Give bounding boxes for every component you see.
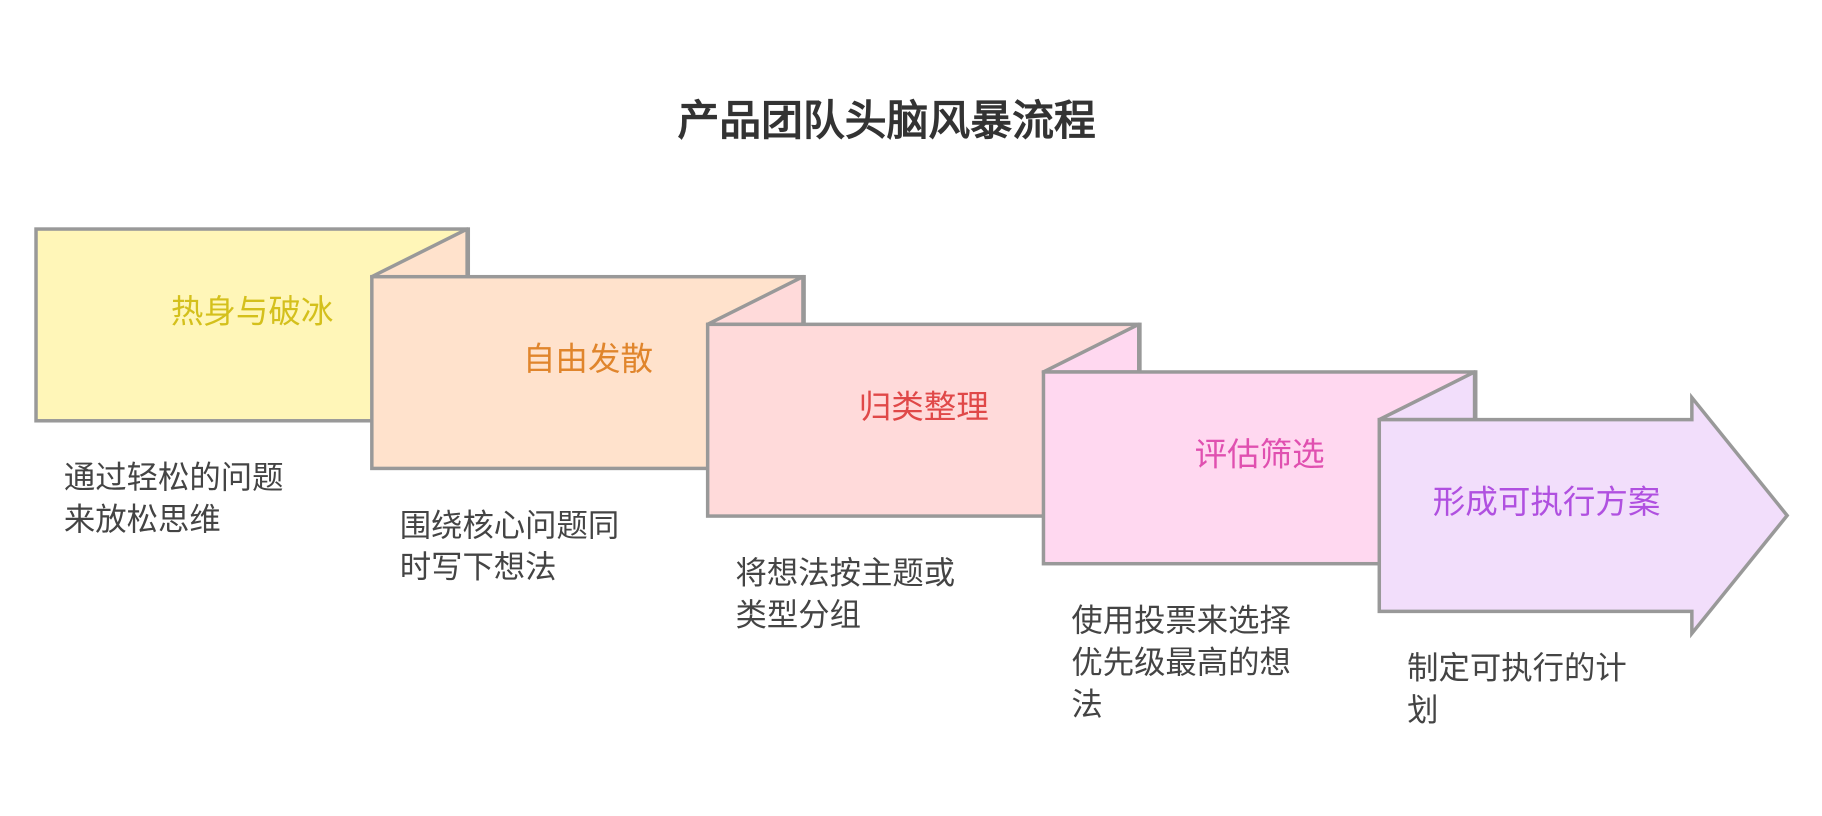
step-description: 制定可执行的计划 xyxy=(1407,651,1627,729)
description-line: 围绕核心问题同 xyxy=(400,508,620,544)
description-line: 划 xyxy=(1407,693,1438,729)
step-label: 热身与破冰 xyxy=(171,293,334,331)
description-line: 使用投票来选择 xyxy=(1071,603,1291,639)
description-line: 优先级最高的想 xyxy=(1071,645,1291,681)
description-line: 时写下想法 xyxy=(400,550,557,586)
description-line: 将想法按主题或 xyxy=(736,555,956,591)
description-line: 制定可执行的计 xyxy=(1407,651,1627,687)
description-line: 来放松思维 xyxy=(64,502,221,538)
step-label: 自由发散 xyxy=(523,340,653,378)
step-description: 使用投票来选择优先级最高的想法 xyxy=(1071,603,1291,723)
step-description: 围绕核心问题同时写下想法 xyxy=(400,508,620,586)
step-label: 形成可执行方案 xyxy=(1433,483,1661,521)
step-label: 评估筛选 xyxy=(1195,436,1325,474)
step-label: 归类整理 xyxy=(859,388,989,426)
step-arrow xyxy=(1377,392,1790,639)
description-line: 通过轻松的问题 xyxy=(64,460,284,496)
step-description: 通过轻松的问题来放松思维 xyxy=(64,460,284,538)
step-description: 将想法按主题或类型分组 xyxy=(736,555,956,633)
description-line: 法 xyxy=(1071,687,1102,723)
description-line: 类型分组 xyxy=(736,597,861,633)
diagram-title: 产品团队头脑风暴流程 xyxy=(677,96,1095,145)
